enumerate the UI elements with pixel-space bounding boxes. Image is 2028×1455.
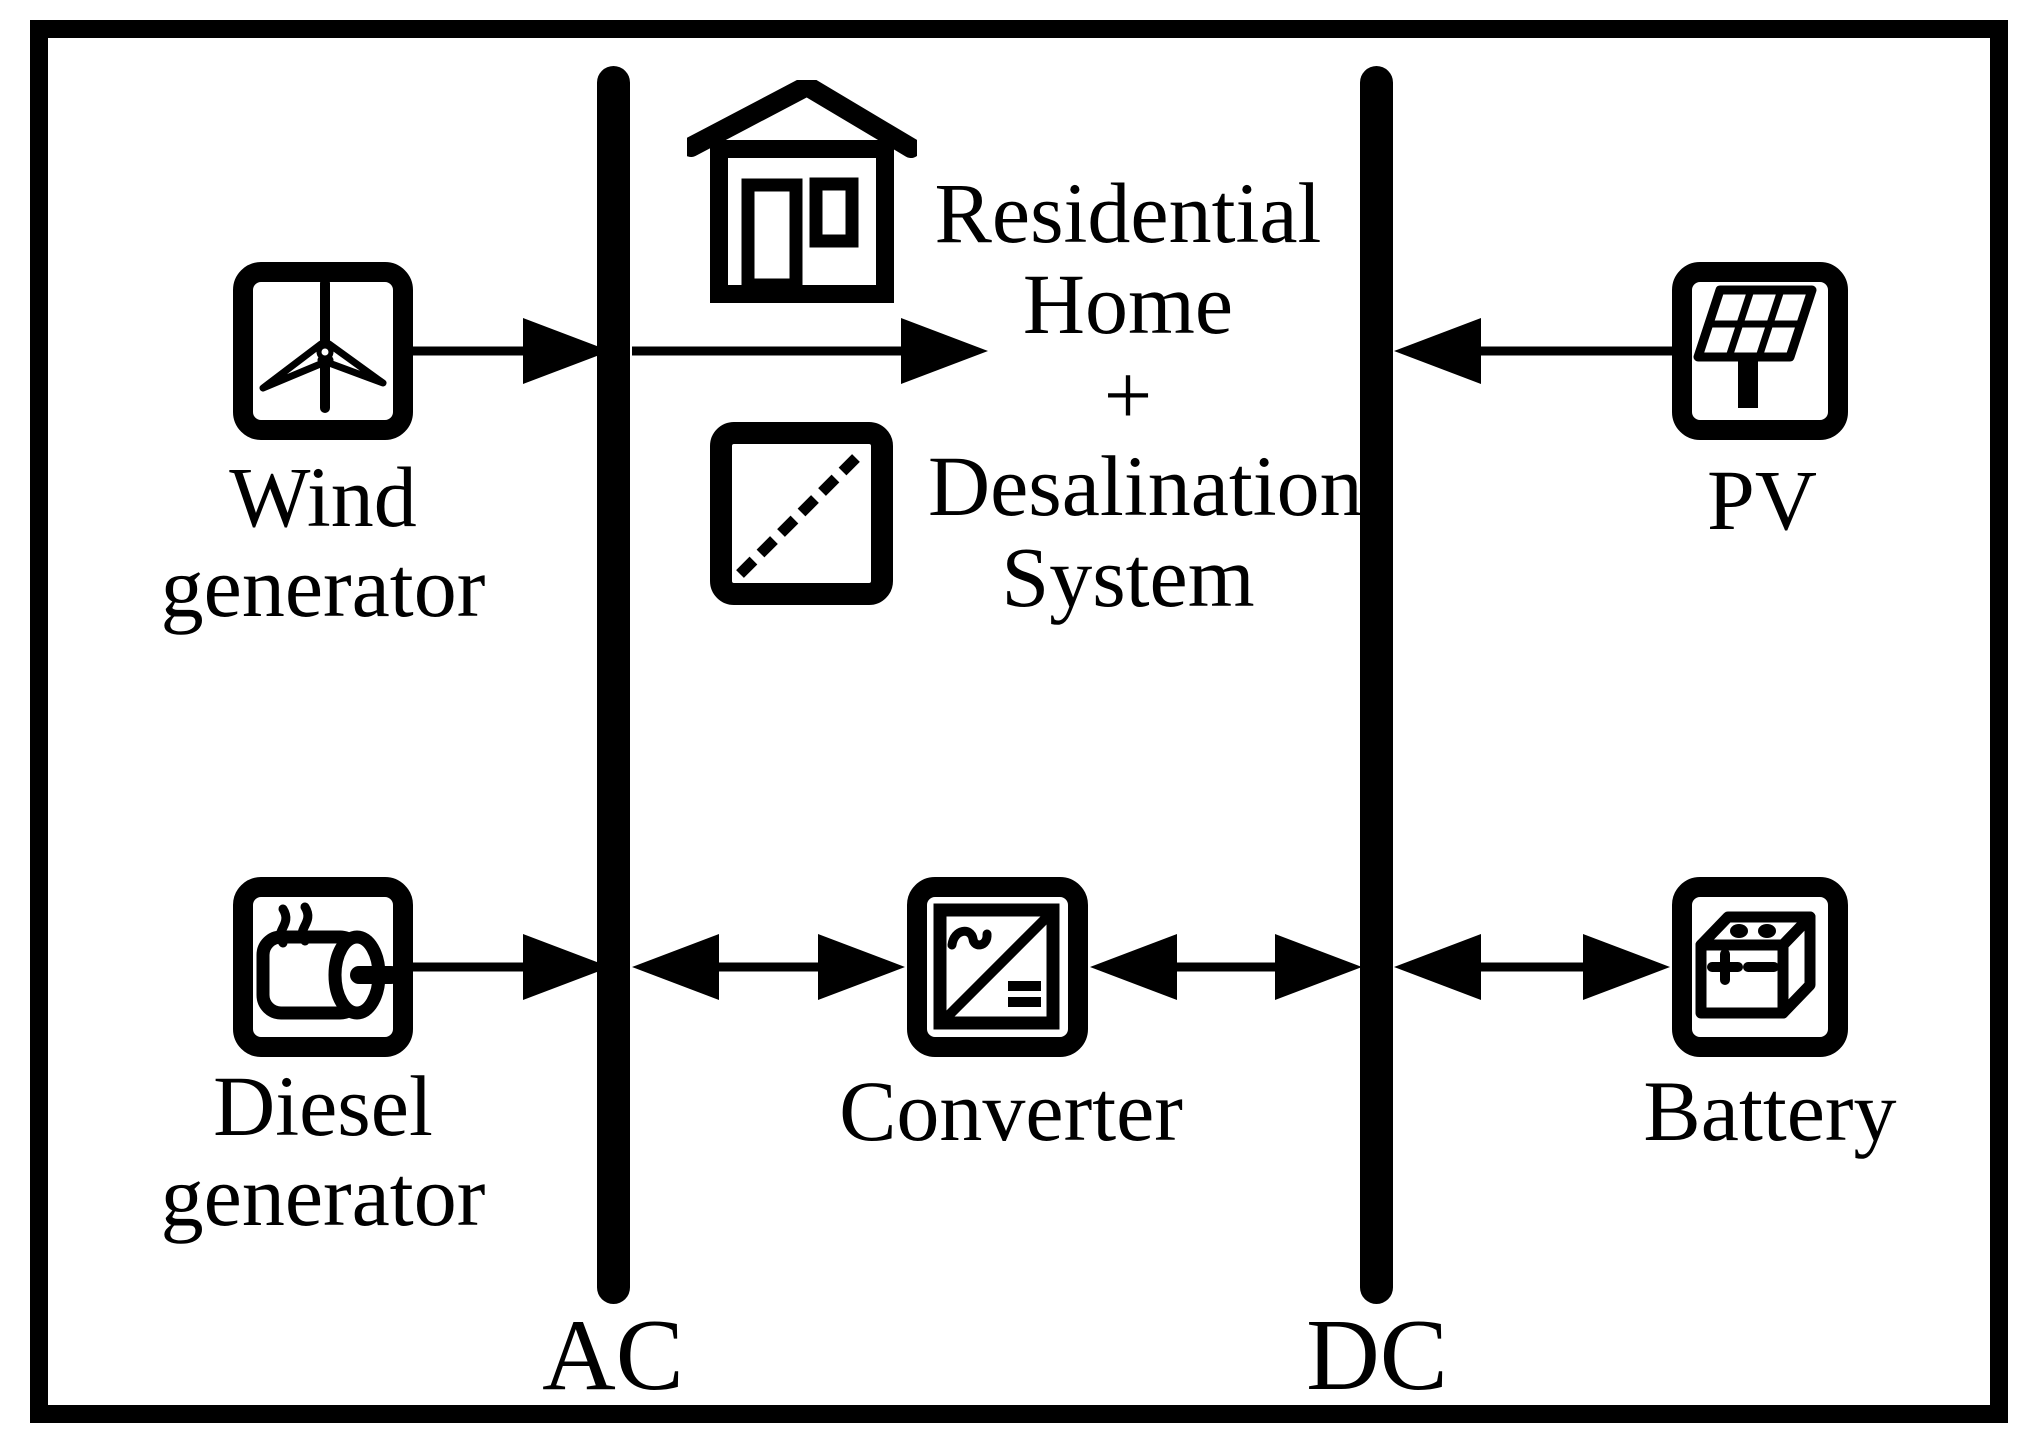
ac-dc-converter-icon: [933, 903, 1060, 1030]
diesel-label-line2: generator: [160, 1148, 486, 1244]
wind-generator-label: Wind generator: [123, 452, 523, 632]
diesel-generator-label: Diesel generator: [123, 1061, 523, 1241]
load-label-line3: +: [1103, 347, 1153, 443]
wind-label-line2: generator: [160, 539, 486, 635]
arrow-dc-bus-battery: [1394, 934, 1670, 1000]
arrow-ac-bus-converter: [632, 934, 905, 1000]
load-label-line1: Residential: [934, 165, 1322, 261]
arrow-ac-bus-to-load: [632, 318, 988, 384]
diesel-label-line1: Diesel: [213, 1058, 433, 1154]
ac-bus-label: AC: [542, 1299, 684, 1412]
house-icon: [687, 80, 917, 303]
diesel-engine-icon: [256, 902, 400, 1020]
dc-bus-label: DC: [1306, 1299, 1448, 1412]
load-label-line4: Desalination: [928, 438, 1363, 534]
dc-bus-line: [1360, 66, 1393, 1304]
converter-label: Converter: [839, 1063, 1183, 1159]
desalination-unit-icon: [736, 448, 866, 578]
battery-label: Battery: [1643, 1063, 1897, 1159]
arrow-diesel-to-ac-bus: [413, 934, 610, 1000]
solar-panel-icon: [1693, 285, 1817, 408]
arrow-pv-to-dc-bus: [1394, 318, 1672, 384]
desalination-box: [710, 422, 893, 605]
arrow-wind-to-ac-bus: [413, 318, 610, 384]
pv-label: PV: [1707, 452, 1817, 548]
load-label: Residential Home + Desalination System: [928, 165, 1363, 625]
ac-bus-line: [597, 66, 630, 1304]
load-label-line5: System: [1001, 529, 1255, 625]
wind-turbine-icon: [259, 278, 387, 413]
battery-icon: [1695, 911, 1816, 1019]
wind-label-line1: Wind: [229, 449, 417, 545]
arrow-converter-dc-bus: [1090, 934, 1362, 1000]
load-label-line2: Home: [1022, 256, 1234, 352]
diagram-border: [30, 20, 2008, 1423]
